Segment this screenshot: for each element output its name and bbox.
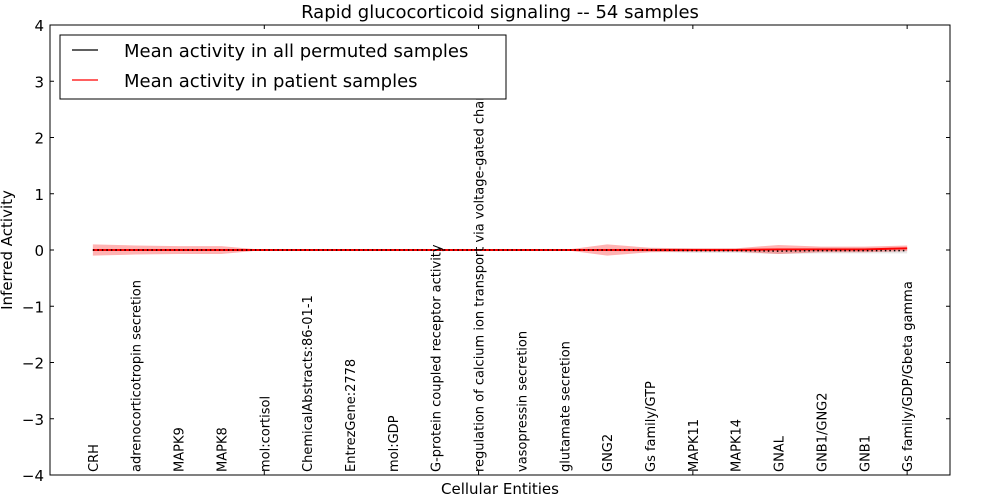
y-tick-label: 2 xyxy=(34,130,44,148)
x-tick-label: vasopressin secretion xyxy=(515,331,530,472)
x-axis-label: Cellular Entities xyxy=(441,480,559,498)
legend-label-permuted: Mean activity in all permuted samples xyxy=(124,41,468,62)
x-tick-label: GNB1 xyxy=(858,435,873,472)
y-tick-label: −3 xyxy=(22,411,44,429)
x-tick-label: G-protein coupled receptor activity xyxy=(430,244,445,472)
y-axis-label: Inferred Activity xyxy=(0,190,16,310)
y-tick-label: 3 xyxy=(34,73,44,91)
x-tick-label: adrenocorticotropin secretion xyxy=(130,280,145,472)
x-tick-label: Gs family/GTP xyxy=(644,381,659,472)
x-tick-label: GNAL xyxy=(773,435,788,472)
x-tick-label: CRH xyxy=(87,444,102,472)
x-tick-label: Gs family/GDP/Gbeta gamma xyxy=(901,281,916,472)
y-tick-label: −4 xyxy=(22,467,44,485)
chart-title: Rapid glucocorticoid signaling -- 54 sam… xyxy=(301,2,699,23)
x-tick-label: MAPK11 xyxy=(687,419,702,472)
y-tick-label: 1 xyxy=(34,186,44,204)
x-tick-label: GNG2 xyxy=(601,434,616,472)
y-tick-label: −1 xyxy=(22,298,44,316)
y-tick-label: −2 xyxy=(22,355,44,373)
y-tick-label: 4 xyxy=(34,17,44,35)
legend: Mean activity in all permuted samples Me… xyxy=(60,35,506,99)
legend-label-patient: Mean activity in patient samples xyxy=(124,71,418,92)
x-tick-label: mol:cortisol xyxy=(258,396,273,472)
x-tick-label: glutamate secretion xyxy=(558,341,573,472)
x-tick-label: MAPK14 xyxy=(730,419,745,472)
x-tick-label: MAPK8 xyxy=(215,427,230,472)
x-tick-label: regulation of calcium ion transport via … xyxy=(473,73,488,472)
x-tick-label: EntrezGene:2778 xyxy=(344,359,359,472)
x-tick-label: GNB1/GNG2 xyxy=(815,392,830,472)
x-tick-label: MAPK9 xyxy=(173,427,188,472)
x-tick-label: ChemicalAbstracts:86-01-1 xyxy=(301,295,316,472)
x-tick-label: mol:GDP xyxy=(387,415,402,472)
y-tick-label: 0 xyxy=(34,242,44,260)
